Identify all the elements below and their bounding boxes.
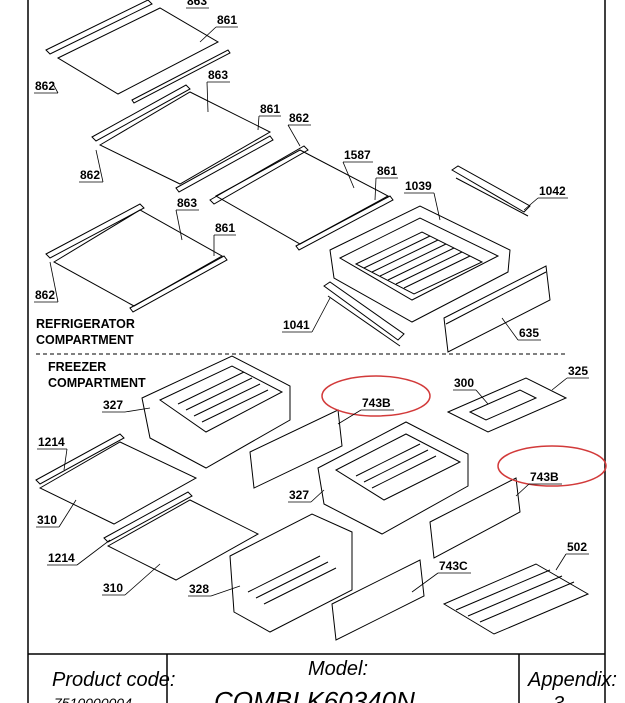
label-743b-a: 743B — [362, 396, 391, 410]
label-1214-b: 1214 — [48, 551, 75, 565]
label-862-c: 862 — [80, 168, 100, 182]
label-1039: 1039 — [405, 179, 432, 193]
title-block: Product code: 7510000004 Model: COMBI K6… — [28, 653, 617, 703]
freezer-glass-shelf-upper — [35, 433, 198, 525]
drawer-front-panel — [443, 265, 551, 353]
model-value: COMBI K60340N — [214, 686, 415, 703]
freezer-drawer-middle — [317, 421, 469, 535]
label-743c: 743C — [439, 559, 468, 573]
label-863-top: 863 — [187, 0, 207, 8]
glass-shelf-second — [91, 84, 274, 193]
label-635: 635 — [519, 326, 539, 340]
freezer-glass-shelf-lower — [103, 491, 260, 581]
highlight-circle-743b-lower — [497, 445, 607, 487]
label-327-a: 327 — [103, 398, 123, 412]
wire-shelf — [442, 563, 590, 635]
label-328: 328 — [189, 582, 209, 596]
label-327-b: 327 — [289, 488, 309, 502]
label-310-b: 310 — [103, 581, 123, 595]
freezer-drawer-upper — [141, 355, 291, 469]
label-1041: 1041 — [283, 318, 310, 332]
highlight-circle-743b-upper — [321, 375, 431, 417]
product-code-value: 7510000004 — [54, 695, 132, 703]
freezer-front-middle — [429, 477, 521, 559]
refrigerator-label-line2: COMPARTMENT — [36, 333, 134, 347]
label-502: 502 — [567, 540, 587, 554]
label-leaders — [34, 7, 589, 597]
label-863-c: 863 — [177, 196, 197, 210]
appendix-value: 3 — [553, 693, 564, 703]
label-310-a: 310 — [37, 513, 57, 527]
glass-shelf-top — [45, 0, 231, 104]
label-1042: 1042 — [539, 184, 566, 198]
freezer-label-line2: COMPARTMENT — [48, 376, 146, 390]
label-1587: 1587 — [344, 148, 371, 162]
freezer-basket-bottom — [229, 513, 353, 633]
label-325: 325 — [568, 364, 588, 378]
freezer-label-line1: FREEZER — [48, 360, 106, 374]
appendix-label: Appendix: — [527, 669, 617, 691]
freezer-front-upper — [249, 409, 343, 489]
label-862-b: 862 — [289, 111, 309, 125]
drawer-rail-right — [451, 165, 531, 217]
glass-shelf-third — [209, 145, 394, 251]
freezer-front-bottom — [331, 559, 425, 641]
glass-shelf-fourth — [45, 203, 228, 313]
product-code-label: Product code: — [52, 669, 175, 691]
crisper-drawer — [329, 205, 511, 323]
refrigerator-label-line1: REFRIGERATOR — [36, 317, 135, 331]
drawer-rail-left — [323, 281, 405, 347]
part-labels: 863 861 862 863 861 862 862 1587 861 103… — [35, 0, 588, 596]
model-label: Model: — [308, 658, 368, 680]
label-861-a: 861 — [217, 13, 237, 27]
label-861-c: 861 — [377, 164, 397, 178]
label-862-a: 862 — [35, 79, 55, 93]
label-1214-a: 1214 — [38, 435, 65, 449]
label-863-b: 863 — [208, 68, 228, 82]
label-743b-b: 743B — [530, 470, 559, 484]
label-300: 300 — [454, 376, 474, 390]
label-862-d: 862 — [35, 288, 55, 302]
ice-tray — [446, 377, 568, 433]
label-861-b: 861 — [260, 102, 280, 116]
label-861-d: 861 — [215, 221, 235, 235]
